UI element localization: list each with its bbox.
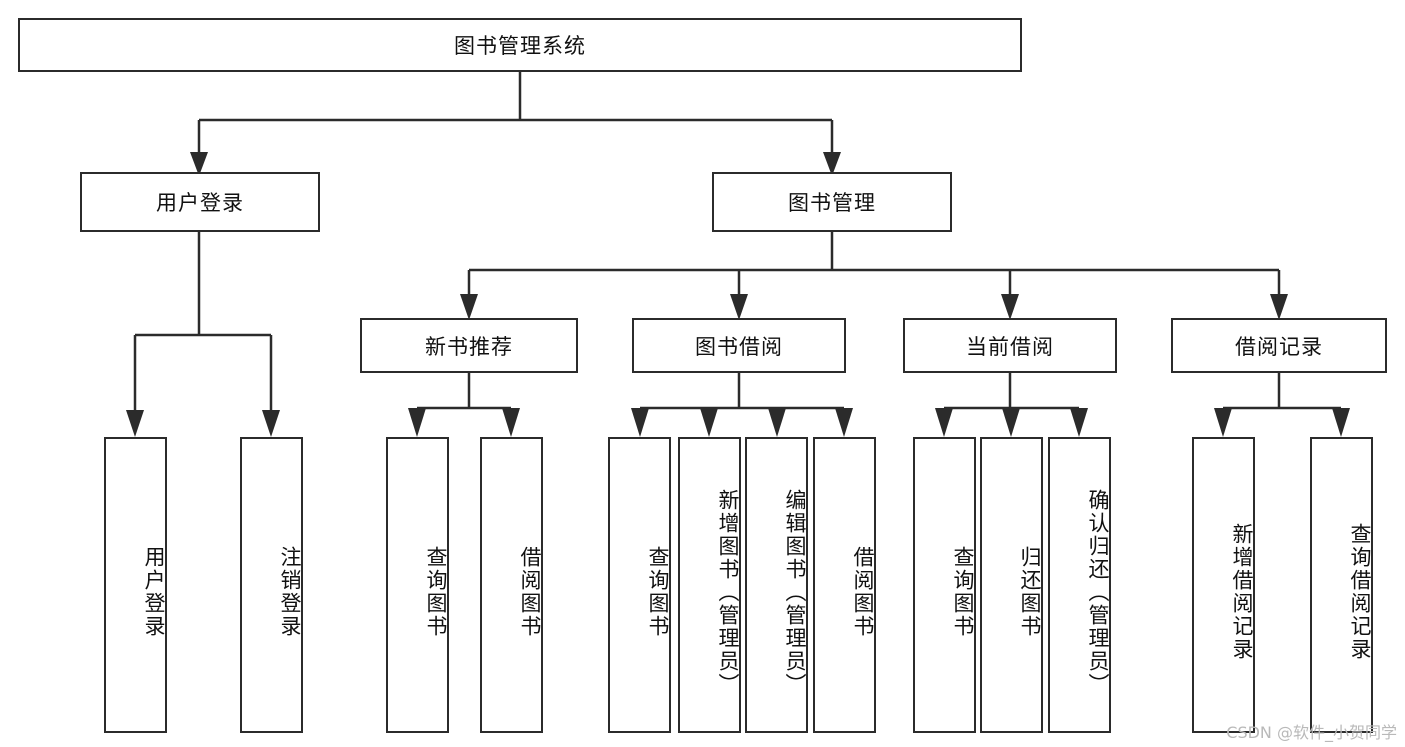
leaf-label: 借阅图书 [851, 546, 875, 638]
leaf-borrow-add-book-admin[interactable]: 新增图书（管理员） [678, 437, 741, 733]
leaf-label: 注销登录 [278, 546, 302, 638]
leaf-label: 用户登录 [142, 546, 166, 638]
leaf-recommend-borrow-book[interactable]: 借阅图书 [480, 437, 543, 733]
leaf-record-query-record[interactable]: 查询借阅记录 [1310, 437, 1373, 733]
node-borrow-record[interactable]: 借阅记录 [1171, 318, 1387, 373]
leaf-label: 编辑图书（管理员） [783, 488, 807, 696]
leaf-record-add-record[interactable]: 新增借阅记录 [1192, 437, 1255, 733]
leaf-label: 查询图书 [424, 546, 448, 638]
node-root-label: 图书管理系统 [454, 34, 586, 58]
node-book-management[interactable]: 图书管理 [712, 172, 952, 232]
leaf-borrow-edit-book-admin[interactable]: 编辑图书（管理员） [745, 437, 808, 733]
csdn-watermark: CSDN @软件_小贺同学 [1226, 723, 1397, 742]
leaf-label: 确认归还（管理员） [1086, 488, 1110, 696]
leaf-user-login-signin[interactable]: 用户登录 [104, 437, 167, 733]
node-user-login-label: 用户登录 [156, 191, 244, 215]
node-new-book-recommend-label: 新书推荐 [425, 334, 513, 359]
leaf-label: 查询图书 [646, 546, 670, 638]
leaf-current-confirm-return-admin[interactable]: 确认归还（管理员） [1048, 437, 1111, 733]
leaf-label: 查询借阅记录 [1348, 523, 1372, 661]
node-borrow-record-label: 借阅记录 [1235, 334, 1323, 359]
leaf-current-query-book[interactable]: 查询图书 [913, 437, 976, 733]
leaf-recommend-query-book[interactable]: 查询图书 [386, 437, 449, 733]
node-book-management-label: 图书管理 [788, 191, 876, 215]
node-current-borrow-label: 当前借阅 [966, 334, 1054, 359]
leaf-label: 归还图书 [1018, 546, 1042, 638]
node-user-login[interactable]: 用户登录 [80, 172, 320, 232]
leaf-label: 借阅图书 [518, 546, 542, 638]
node-current-borrow[interactable]: 当前借阅 [903, 318, 1117, 373]
leaf-user-login-signout[interactable]: 注销登录 [240, 437, 303, 733]
leaf-label: 新增借阅记录 [1230, 523, 1254, 661]
node-new-book-recommend[interactable]: 新书推荐 [360, 318, 578, 373]
leaf-borrow-query-book[interactable]: 查询图书 [608, 437, 671, 733]
node-book-borrow[interactable]: 图书借阅 [632, 318, 846, 373]
node-root[interactable]: 图书管理系统 [18, 18, 1022, 72]
leaf-borrow-borrow-book[interactable]: 借阅图书 [813, 437, 876, 733]
leaf-current-return-book[interactable]: 归还图书 [980, 437, 1043, 733]
leaf-label: 新增图书（管理员） [716, 488, 740, 696]
leaf-label: 查询图书 [951, 546, 975, 638]
node-book-borrow-label: 图书借阅 [695, 334, 783, 359]
